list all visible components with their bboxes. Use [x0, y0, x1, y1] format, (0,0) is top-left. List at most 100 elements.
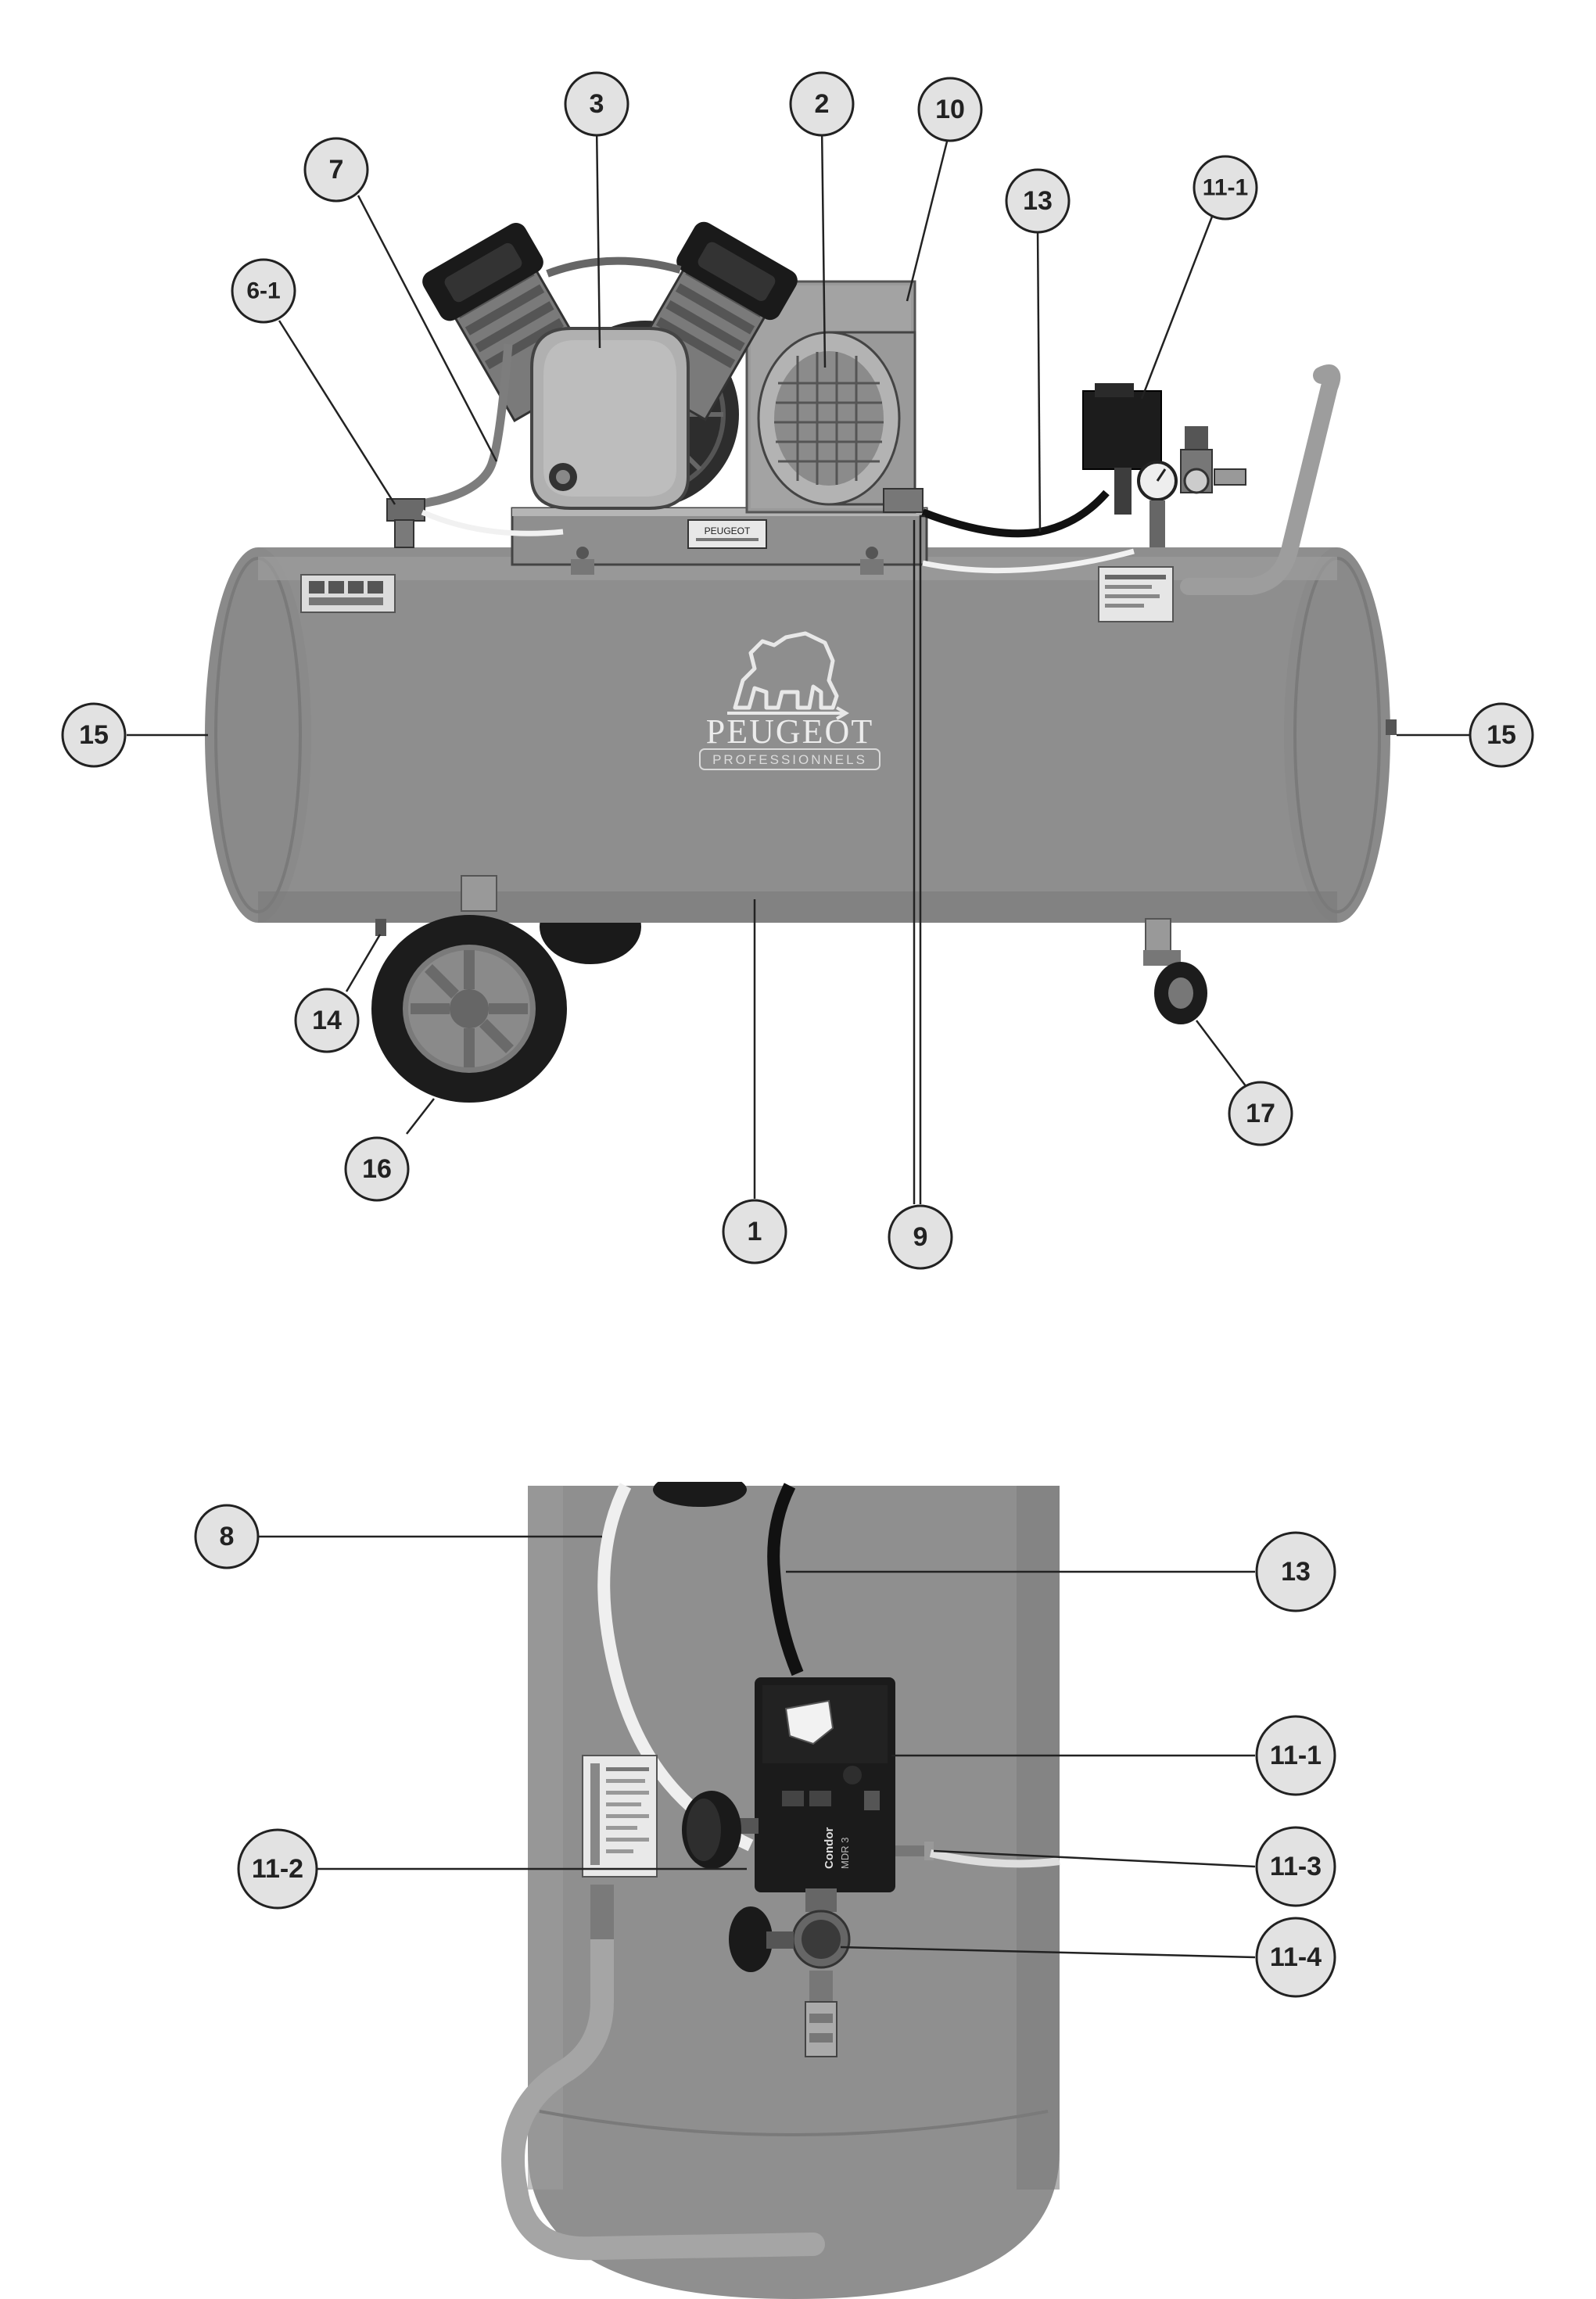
power-cable — [921, 490, 1110, 538]
callout-label: 3 — [590, 89, 604, 119]
callout-circle — [1255, 1826, 1336, 1907]
callout-d-11-2: 11-2 — [237, 1828, 318, 1910]
callouts-bottom: 8 13 11-1 11-2 11-3 11-4 — [194, 1504, 1336, 1998]
callout-label: 10 — [935, 95, 965, 124]
callout-circle — [1255, 1715, 1336, 1796]
callout-c-1: 1 — [722, 1199, 787, 1264]
callout-c-14: 14 — [294, 988, 360, 1053]
rating-plate — [1098, 566, 1174, 622]
callout-c-16: 16 — [344, 1136, 410, 1202]
callout-d-8: 8 — [194, 1504, 260, 1569]
pressure-switch-assembly — [1082, 383, 1246, 547]
warning-sticker — [300, 574, 396, 613]
callout-d-11-1: 11-1 — [1255, 1715, 1336, 1796]
callout-d-11-3: 11-3 — [1255, 1826, 1336, 1907]
callout-circle — [1255, 1917, 1336, 1998]
leader-lines-bottom — [258, 1535, 1256, 1959]
transfer-pipe — [546, 256, 682, 278]
lion-emblem — [733, 631, 839, 710]
callout-label: 8 — [220, 1522, 235, 1551]
closeup-power-cable — [767, 1483, 804, 1677]
tank-handle — [1180, 364, 1341, 595]
callout-d-11-4: 11-4 — [1255, 1917, 1336, 1998]
callout-label: 11-1 — [1203, 175, 1248, 201]
callout-c-2: 2 — [789, 71, 855, 137]
callout-label: 11-4 — [1270, 1942, 1322, 1972]
unloader-hose — [421, 509, 564, 536]
tank-end-fitting — [1386, 719, 1397, 735]
switch-brand: Condor — [823, 1827, 836, 1869]
switch-model: MDR 3 — [839, 1838, 851, 1869]
brand-name: PEUGEOT — [706, 712, 873, 751]
leader-lines-top — [127, 124, 1470, 1204]
motor-fan-grille — [774, 352, 884, 485]
callout-circle — [722, 1199, 787, 1264]
callout-label: 15 — [79, 720, 109, 750]
callout-circle — [564, 71, 629, 137]
callout-circle — [237, 1828, 318, 1910]
callout-circle — [1255, 1531, 1336, 1612]
callout-c-3: 3 — [564, 71, 629, 137]
callout-circle — [1005, 168, 1071, 234]
callout-label: 2 — [815, 89, 830, 119]
compressor-side-view: PEUGEOT PROFESSIONNELS PEUGEOT — [205, 221, 1397, 1103]
tank — [205, 547, 1390, 923]
electric-motor — [757, 331, 924, 513]
callout-label: 1 — [748, 1217, 762, 1246]
callout-c-9: 9 — [888, 1204, 953, 1270]
callout-c-11-1: 11-1 — [1193, 155, 1258, 221]
callout-label: 11-1 — [1270, 1741, 1322, 1770]
callout-c-15-left: 15 — [61, 702, 127, 768]
callout-label: 7 — [329, 155, 344, 185]
callout-label: 14 — [312, 1006, 342, 1035]
callout-d-13: 13 — [1255, 1531, 1336, 1612]
drain-valve — [375, 919, 386, 936]
closeup-rating-label — [582, 1755, 658, 1878]
pressure-switch-closeup: Condor MDR 3 — [501, 1482, 1060, 2299]
callout-c-6-1: 6-1 — [231, 258, 296, 324]
callouts-top: 3 2 10 7 13 11-1 6-1 15 15 14 17 16 1 9 — [61, 71, 1534, 1270]
callout-c-7: 7 — [303, 137, 369, 203]
on-off-knob — [784, 1699, 834, 1745]
pump-crankcase — [530, 327, 690, 510]
callout-label: 16 — [362, 1154, 392, 1184]
callout-circle — [1193, 155, 1258, 221]
callout-circle — [917, 77, 983, 142]
delivery-tube — [405, 343, 513, 511]
front-wheel — [371, 915, 567, 1103]
pump-base-plate: PEUGEOT — [511, 507, 928, 575]
closeup-handle — [501, 1888, 825, 2261]
callout-label: 17 — [1246, 1099, 1275, 1128]
check-valve — [386, 498, 425, 548]
caster-wheel — [1143, 918, 1207, 1024]
callout-c-10: 10 — [917, 77, 983, 142]
callout-label: 15 — [1487, 720, 1516, 750]
plate-brand: PEUGEOT — [705, 525, 751, 536]
callout-label: 11-2 — [252, 1854, 303, 1884]
callout-circle — [1469, 702, 1534, 768]
callout-circle — [231, 258, 296, 324]
callout-circle — [789, 71, 855, 137]
white-hose-right — [922, 548, 1135, 574]
closeup-regulator — [729, 1888, 851, 2057]
callout-circle — [194, 1504, 260, 1569]
callout-c-13: 13 — [1005, 168, 1071, 234]
brand-tagline: PROFESSIONNELS — [712, 752, 867, 767]
closeup-tank-gauge — [682, 1791, 759, 1869]
callout-label: 13 — [1023, 186, 1053, 216]
callout-circle — [303, 137, 369, 203]
callout-circle — [294, 988, 360, 1053]
callout-circle — [888, 1204, 953, 1270]
callout-label: 6-1 — [246, 278, 280, 304]
callout-circle — [1228, 1081, 1293, 1146]
callout-label: 11-3 — [1270, 1852, 1322, 1881]
callout-label: 13 — [1281, 1557, 1311, 1587]
closeup-pressure-switch: Condor MDR 3 — [755, 1677, 895, 1892]
callout-label: 9 — [913, 1222, 928, 1252]
callout-c-17: 17 — [1228, 1081, 1293, 1146]
callout-circle — [344, 1136, 410, 1202]
callout-circle — [61, 702, 127, 768]
wheel-bracket — [461, 875, 497, 912]
peugeot-logo: PEUGEOT PROFESSIONNELS — [699, 631, 880, 770]
